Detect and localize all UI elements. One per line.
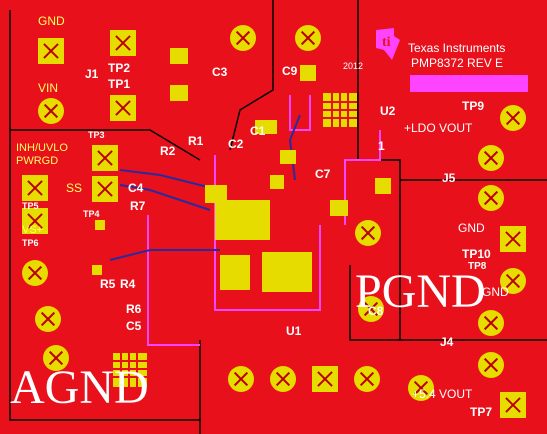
label-pmp: PMP8372 REV E	[411, 56, 504, 70]
label-tp4: TP4	[83, 209, 100, 219]
tp1-pad[interactable]	[110, 95, 136, 121]
ldo-vout-pad[interactable]	[478, 145, 504, 171]
j4-pad[interactable]	[478, 352, 504, 378]
label-r2: R2	[160, 144, 176, 158]
u1-pad-a	[220, 255, 250, 290]
label-tp7: TP7	[470, 405, 493, 419]
label-j5: J5	[442, 171, 456, 185]
c3-pad-a	[170, 48, 188, 64]
label-c4: C4	[128, 181, 144, 195]
mount-pad-left2[interactable]	[35, 306, 61, 332]
tp9-pad[interactable]	[500, 105, 526, 131]
r5-via	[92, 265, 102, 275]
label-tp6: TP6	[22, 238, 39, 248]
u1-pad-b	[262, 252, 312, 292]
label-r5: R5	[100, 277, 116, 291]
pwrgd-pad[interactable]	[22, 175, 48, 201]
agnd-annotation: AGND	[10, 361, 149, 414]
u2-pin-pad	[375, 178, 391, 194]
vout-mount[interactable]	[408, 375, 434, 401]
tp5-pad[interactable]	[22, 208, 48, 234]
c4-pad	[205, 185, 227, 203]
label-tp9: TP9	[462, 99, 485, 113]
c1-pad	[270, 175, 284, 189]
label-ldo-vout: +LDO VOUT	[404, 121, 473, 135]
bottom-pad-3[interactable]	[312, 366, 338, 392]
label-c3: C3	[212, 65, 228, 79]
c3-pad-b	[170, 85, 188, 101]
tp4-via	[95, 220, 105, 230]
c9-pad	[255, 120, 277, 134]
label-r4: R4	[120, 277, 136, 291]
u2-qfn	[323, 93, 357, 127]
label-c8: C8	[368, 304, 384, 318]
label-gnd-right: GND	[458, 221, 485, 235]
j5-pad[interactable]	[478, 185, 504, 211]
label-pwrgd: PWRGD	[16, 155, 59, 167]
c9-pad2	[300, 65, 316, 81]
label-year: 2012	[343, 61, 364, 71]
label-gnd-top: GND	[38, 14, 65, 28]
label-u1: U1	[286, 324, 302, 338]
gnd-right-pad[interactable]	[478, 310, 504, 336]
label-c2: C2	[228, 137, 244, 151]
c6-pad	[330, 200, 348, 216]
label-vin: VIN	[38, 81, 59, 95]
label-inh-uvlo: INH/UVLO	[16, 142, 68, 154]
label-ti: Texas Instruments	[408, 41, 506, 55]
vin-pad[interactable]	[38, 98, 64, 124]
ti-logo-icon: ti	[376, 28, 400, 60]
mount-pad-top[interactable]	[230, 25, 256, 51]
label-r6: R6	[126, 302, 142, 316]
label-tp1: TP1	[108, 77, 131, 91]
label-gnd-right2: GND	[482, 285, 509, 299]
bottom-pad-4[interactable]	[354, 366, 380, 392]
u1-thermal-pad	[215, 200, 270, 240]
tp7-pad[interactable]	[500, 392, 526, 418]
label-tp3: TP3	[88, 130, 105, 140]
svg-text:ti: ti	[382, 35, 391, 50]
label-tp8: TP8	[468, 261, 487, 272]
label-r7: R7	[130, 199, 146, 213]
label-vs-plus: VS+	[22, 224, 44, 236]
label-vout54: +5.4 VOUT	[412, 387, 473, 401]
label-r1: R1	[188, 134, 204, 148]
mount-pad-top2[interactable]	[295, 25, 321, 51]
c2-pad	[280, 150, 296, 164]
label-tp5: TP5	[22, 201, 39, 211]
tp3-pad[interactable]	[92, 145, 118, 171]
label-j1: J1	[85, 67, 99, 81]
tp10-pad[interactable]	[500, 226, 526, 252]
label-ss: SS	[66, 181, 83, 195]
mount-pad-left[interactable]	[22, 260, 48, 286]
gnd-pad[interactable]	[38, 38, 64, 64]
label-c9: C9	[282, 64, 298, 78]
ss-pad[interactable]	[92, 176, 118, 202]
tp8-pad[interactable]	[500, 268, 526, 294]
label-u2: U2	[380, 104, 396, 118]
label-j4: J4	[440, 335, 454, 349]
agnd-via-array	[113, 353, 147, 387]
label-one: 1	[378, 139, 385, 153]
label-tp10: TP10	[462, 247, 491, 261]
label-tp2: TP2	[108, 61, 131, 75]
label-c1: C1	[250, 124, 266, 138]
pgnd-annotation: PGND	[355, 265, 486, 318]
bottom-pad-1[interactable]	[228, 366, 254, 392]
label-c7: C7	[315, 167, 331, 181]
mount-pad-left3[interactable]	[43, 345, 69, 371]
c8-mount2[interactable]	[358, 296, 384, 322]
c8-mount[interactable]	[355, 220, 381, 246]
tp2-pad[interactable]	[110, 30, 136, 56]
silk-highlight-bar	[410, 75, 528, 92]
bottom-pad-2[interactable]	[270, 366, 296, 392]
label-c5: C5	[126, 319, 142, 333]
